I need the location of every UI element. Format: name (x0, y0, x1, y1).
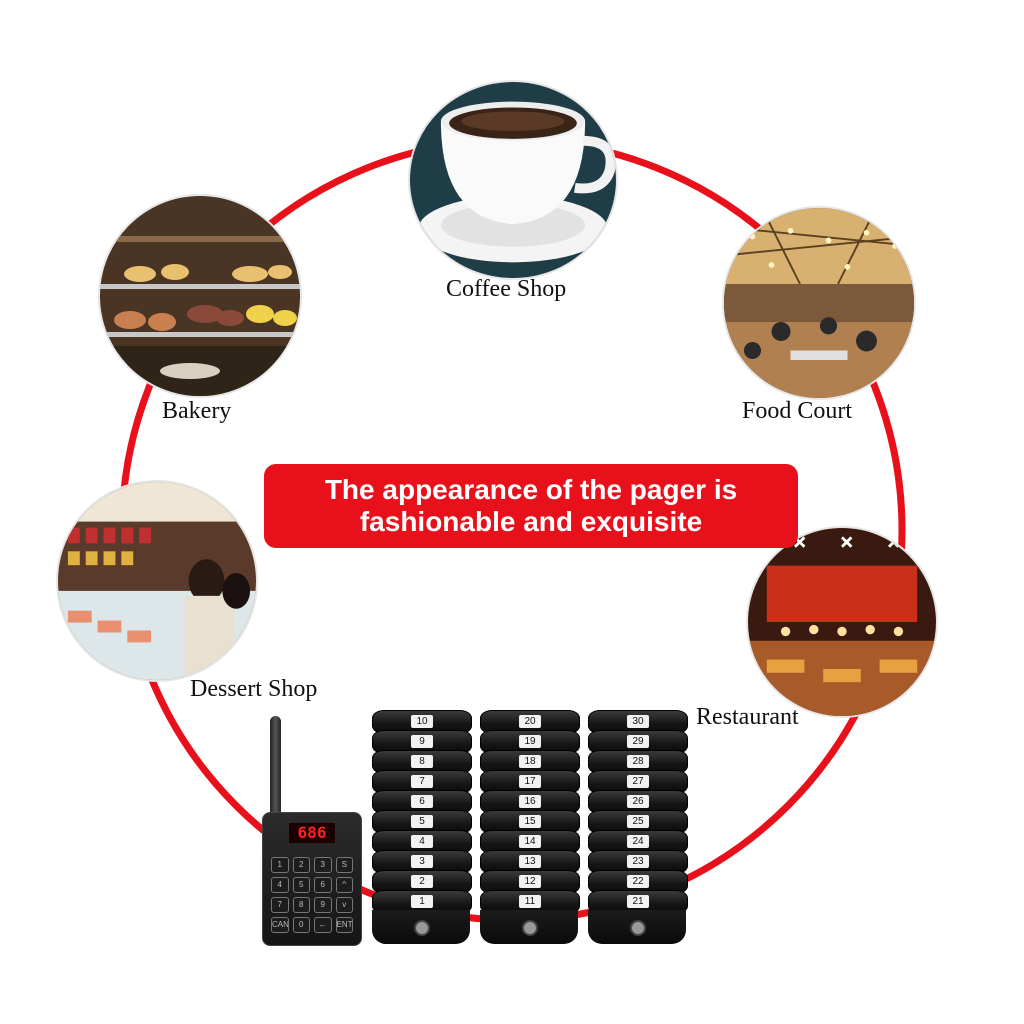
pager-number: 13 (519, 855, 541, 868)
pager-number: 7 (411, 775, 433, 788)
pager-number: 2 (411, 875, 433, 888)
charging-contact-icon (630, 920, 646, 936)
keypad-key: CANCEL (271, 917, 289, 933)
pager-number: 5 (411, 815, 433, 828)
pager-number: 29 (627, 735, 649, 748)
pager-number: 26 (627, 795, 649, 808)
dessert-shop-photo (58, 482, 256, 680)
headline-line-2: fashionable and exquisite (359, 506, 703, 537)
pager-stack-3: 30 29 28 27 26 25 24 23 22 21 (588, 710, 688, 946)
coffee-shop-photo (410, 82, 616, 278)
food-court-photo (724, 208, 914, 398)
restaurant-photo (748, 528, 936, 716)
pager-number: 19 (519, 735, 541, 748)
pager-number: 24 (627, 835, 649, 848)
keypad-key: ENTER (335, 917, 353, 933)
keypad-key: S (335, 857, 353, 873)
headline-line-1: The appearance of the pager is (324, 474, 738, 505)
pager-number: 21 (627, 895, 649, 908)
pager-number: 30 (627, 715, 649, 728)
pager-number: 11 (519, 895, 541, 908)
keypad-key: 9 (314, 897, 332, 913)
keypad-key: ← (314, 917, 332, 933)
antenna (270, 716, 281, 828)
restaurant-label: Restaurant (696, 704, 799, 730)
food-court-label: Food Court (742, 398, 853, 424)
pager-stack-1: 10 9 8 7 6 5 4 3 2 1 (372, 710, 472, 946)
keypad-key: 8 (292, 897, 310, 913)
pager-number: 23 (627, 855, 649, 868)
keypad-key: ^ (335, 877, 353, 893)
pager-stack-base (588, 910, 686, 944)
keypad-key: 6 (314, 877, 332, 893)
pager-number: 1 (411, 895, 433, 908)
pager-number: 9 (411, 735, 433, 748)
keypad-key: 1 (271, 857, 289, 873)
charging-contact-icon (522, 920, 538, 936)
pager-number: 17 (519, 775, 541, 788)
pager-number: 15 (519, 815, 541, 828)
pager-number: 16 (519, 795, 541, 808)
keypad-key: 5 (292, 877, 310, 893)
keypad-key: 7 (271, 897, 289, 913)
pager-number: 22 (627, 875, 649, 888)
pager-stack-2: 20 19 18 17 16 15 14 13 12 11 (480, 710, 580, 946)
pager-number: 28 (627, 755, 649, 768)
pager-stack-base (372, 910, 470, 944)
keypad-key: 4 (271, 877, 289, 893)
pager-number: 12 (519, 875, 541, 888)
pager-number: 10 (411, 715, 433, 728)
charging-contact-icon (414, 920, 430, 936)
pager-number: 25 (627, 815, 649, 828)
pager-number: 6 (411, 795, 433, 808)
pager-stack-base (480, 910, 578, 944)
pager-unit: 17 (480, 770, 580, 794)
pager-number: 27 (627, 775, 649, 788)
pager-number: 20 (519, 715, 541, 728)
bakery-label: Bakery (162, 398, 232, 424)
transmitter-display: 686 (289, 823, 335, 843)
pager-number: 3 (411, 855, 433, 868)
headline-banner: The appearance of the pager is fashionab… (264, 464, 798, 548)
coffee-shop-label: Coffee Shop (446, 276, 567, 302)
keypad-key: 0 (292, 917, 310, 933)
keypad-key: 2 (292, 857, 310, 873)
pager-number: 14 (519, 835, 541, 848)
pager-number: 4 (411, 835, 433, 848)
pager-number: 8 (411, 755, 433, 768)
bakery-photo (100, 196, 300, 396)
dessert-shop-label: Dessert Shop (190, 676, 318, 702)
keypad-key: 3 (314, 857, 332, 873)
keypad-key: v (335, 897, 353, 913)
pager-number: 18 (519, 755, 541, 768)
